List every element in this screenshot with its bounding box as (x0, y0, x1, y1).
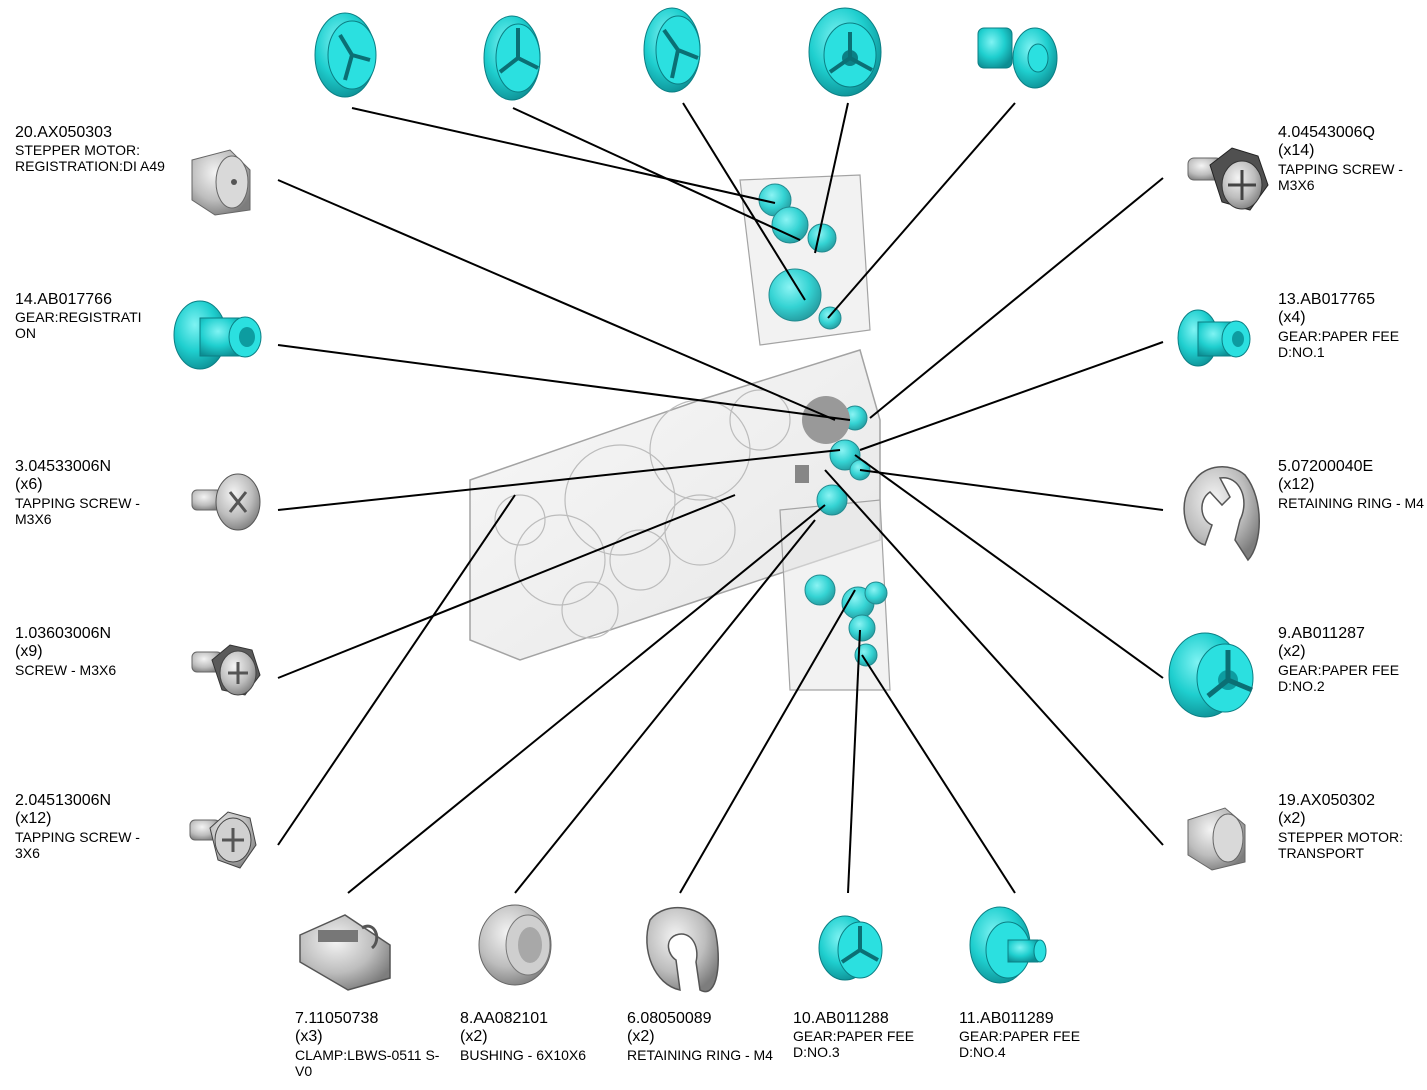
part-number: 11.AB011289 (959, 1010, 1054, 1027)
gear-paper-feed-2-icon (1168, 632, 1254, 718)
part-description: GEAR:PAPER FEE D:NO.4 (959, 1028, 1081, 1061)
retaining-ring-5-icon (1183, 466, 1260, 562)
part-quantity: (x6) (15, 476, 43, 494)
part-description: GEAR:PAPER FEE D:NO.1 (1278, 327, 1400, 360)
part-label-9: 9.AB011287 (x2) GEAR:PAPER FEE D:NO.2 (1278, 625, 1427, 694)
screw-1-icon (191, 644, 261, 696)
part-number: 10.AB011288 (793, 1010, 889, 1027)
part-quantity: (x2) (1278, 810, 1306, 828)
part-quantity: (x12) (15, 810, 52, 828)
part-quantity: (x14) (1278, 142, 1315, 160)
part-number: 3.04533006N (15, 458, 112, 475)
gear-registration-icon (173, 300, 262, 370)
tapping-screw-3-icon (191, 473, 261, 531)
part-label-5: 5.07200040E (x12) RETAINING RING - M4 (1278, 458, 1427, 511)
part-description: TAPPING SCREW - 3X6 (15, 828, 140, 861)
part-description: GEAR:PAPER FEE D:NO.2 (1278, 661, 1400, 694)
part-number: 8.AA082101 (460, 1010, 549, 1027)
top-gear-1-icon (314, 12, 377, 98)
top-shaft-gear-icon (977, 27, 1058, 89)
part-description: STEPPER MOTOR: TRANSPORT (1278, 828, 1403, 861)
part-label-4: 4.04543006Q (x14) TAPPING SCREW - M3X6 (1278, 124, 1427, 193)
part-label-2: 2.04513006N (x12) TAPPING SCREW - 3X6 (15, 792, 165, 861)
part-number: 19.AX050302 (1278, 792, 1375, 809)
part-number: 5.07200040E (1278, 458, 1374, 475)
part-description: CLAMP:LBWS-0511 S-V0 (295, 1046, 440, 1079)
bushing-icon (478, 904, 552, 986)
part-description: TAPPING SCREW - M3X6 (1278, 160, 1403, 193)
part-label-7: 7.11050738 (x3) CLAMP:LBWS-0511 S-V0 (295, 1010, 445, 1079)
part-label-19: 19.AX050302 (x2) STEPPER MOTOR: TRANSPOR… (1278, 792, 1427, 861)
stepper-motor-transport-icon (1187, 807, 1246, 871)
part-label-8: 8.AA082101 (x2) BUSHING - 6X10X6 (460, 1010, 620, 1063)
part-label-3: 3.04533006N (x6) TAPPING SCREW - M3X6 (15, 458, 165, 527)
part-number: 1.03603006N (15, 625, 112, 642)
part-number: 7.11050738 (295, 1010, 379, 1027)
part-description: TAPPING SCREW - M3X6 (15, 494, 140, 527)
part-number: 13.AB017765 (1278, 291, 1375, 308)
part-description: GEAR:PAPER FEE D:NO.3 (793, 1028, 915, 1061)
part-label-11: 11.AB011289 GEAR:PAPER FEE D:NO.4 (959, 1010, 1109, 1061)
part-description: BUSHING - 6X10X6 (460, 1046, 587, 1063)
clamp-icon (299, 914, 391, 991)
top-gear-4-icon (808, 7, 882, 97)
part-number: 9.AB011287 (1278, 625, 1365, 642)
part-description: STEPPER MOTOR: REGISTRATION:DI A49 (15, 142, 165, 175)
part-quantity: (x2) (460, 1028, 488, 1046)
part-label-13: 13.AB017765 (x4) GEAR:PAPER FEE D:NO.1 (1278, 291, 1427, 360)
part-label-6: 6.08050089 (x2) RETAINING RING - M4 (627, 1010, 777, 1063)
part-number: 20.AX050303 (15, 124, 112, 141)
part-number: 2.04513006N (15, 792, 112, 809)
stepper-motor-registration-icon (191, 149, 251, 216)
part-number: 14.AB017766 (15, 291, 112, 308)
part-description: GEAR:REGISTRATI ON (15, 309, 142, 342)
gear-paper-feed-4-icon (969, 906, 1047, 984)
gear-paper-feed-3-icon (818, 915, 883, 981)
part-number: 6.08050089 (627, 1010, 712, 1027)
part-quantity: (x2) (1278, 643, 1306, 661)
retaining-ring-6-icon (646, 906, 719, 993)
tapping-screw-4-icon (1187, 147, 1269, 211)
tapping-screw-2-icon (189, 811, 257, 869)
part-label-14: 14.AB017766 GEAR:REGISTRATI ON (15, 291, 165, 342)
part-quantity: (x4) (1278, 309, 1306, 327)
part-quantity: (x9) (15, 643, 43, 661)
part-label-20: 20.AX050303 STEPPER MOTOR: REGISTRATION:… (15, 124, 165, 175)
part-description: RETAINING RING - M4 (1278, 494, 1424, 511)
part-label-10: 10.AB011288 GEAR:PAPER FEE D:NO.3 (793, 1010, 943, 1061)
gear-paper-feed-1-icon (1177, 309, 1251, 367)
top-gear-3-icon (643, 7, 701, 93)
top-gear-2-icon (483, 15, 541, 101)
main-assembly (469, 174, 891, 691)
part-number: 4.04543006Q (1278, 124, 1375, 141)
part-description: SCREW - M3X6 (15, 661, 117, 678)
part-quantity: (x2) (627, 1028, 655, 1046)
part-quantity: (x3) (295, 1028, 323, 1046)
part-description: RETAINING RING - M4 (627, 1046, 773, 1063)
leader-lines (277, 102, 1164, 894)
part-label-1: 1.03603006N (x9) SCREW - M3X6 (15, 625, 165, 678)
part-quantity: (x12) (1278, 476, 1315, 494)
